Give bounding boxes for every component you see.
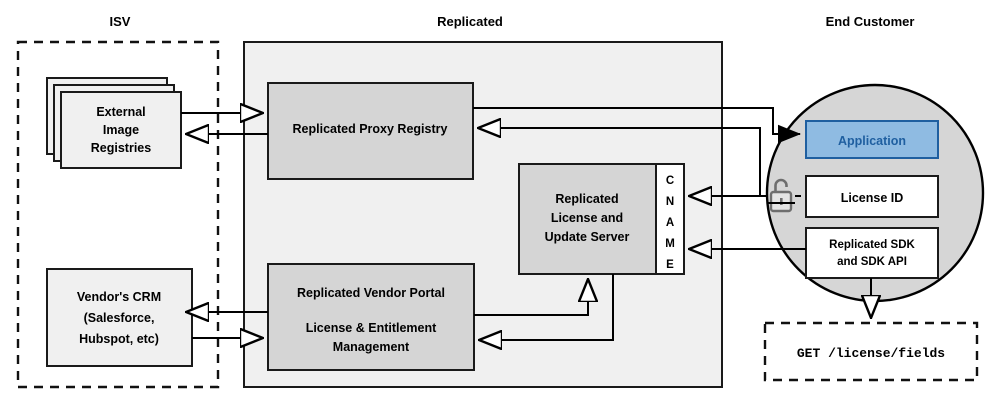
cname-letter-c: C — [666, 175, 674, 187]
node-label-line-2: Image — [103, 123, 139, 137]
unlocked-padlock-icon — [769, 178, 793, 213]
edge-application-to-proxy — [479, 127, 761, 128]
node-license-id[interactable]: License ID — [805, 175, 939, 218]
api-request-text: GET /license/fields — [797, 346, 945, 361]
column-title-replicated: Replicated — [437, 14, 503, 29]
edge-portal-to-license-server — [474, 280, 588, 316]
cname-letter-n: N — [666, 196, 674, 208]
node-label: Application — [838, 134, 906, 148]
node-vendors-crm[interactable]: Vendor's CRM (Salesforce, Hubspot, etc) — [46, 268, 193, 367]
node-label-line-1: External — [96, 105, 145, 119]
node-replicated-license-and-update-server[interactable]: Replicated License and Update Server — [518, 163, 657, 275]
isv-boundary — [16, 40, 220, 389]
node-replicated-vendor-portal[interactable]: Replicated Vendor Portal License & Entit… — [267, 263, 475, 371]
api-request-box: GET /license/fields — [763, 321, 979, 382]
node-label-line-3: Update Server — [545, 230, 630, 244]
node-external-image-registries[interactable]: External Image Registries — [46, 77, 182, 169]
cname-letter-m: M — [665, 238, 675, 250]
node-label-line-1: Replicated SDK — [829, 239, 915, 251]
edge-proxy-to-application — [473, 107, 801, 144]
cname-letter-e: E — [666, 259, 674, 271]
column-title-isv: ISV — [110, 14, 131, 29]
node-label-line-2: (Salesforce, — [84, 311, 155, 325]
node-label-line-1: Replicated Vendor Portal — [297, 286, 445, 300]
node-label-line-1: Replicated — [555, 192, 618, 206]
node-label: Replicated Proxy Registry — [293, 122, 448, 136]
node-replicated-sdk[interactable]: Replicated SDK and SDK API — [805, 227, 939, 279]
column-title-end-customer: End Customer — [826, 14, 915, 29]
node-label: License ID — [841, 191, 904, 205]
node-label-line-3: Hubspot, etc) — [79, 332, 159, 346]
node-replicated-proxy-registry[interactable]: Replicated Proxy Registry — [267, 82, 474, 180]
node-label-line-2: License & Entitlement — [306, 321, 437, 335]
node-label-line-2: and SDK API — [837, 256, 907, 268]
node-label-line-3: Management — [333, 340, 410, 354]
cname-letter-a: A — [666, 217, 674, 229]
node-label-line-2: License and — [551, 211, 623, 225]
node-application[interactable]: Application — [805, 120, 939, 159]
node-label-line-3: Registries — [91, 141, 151, 155]
node-label-line-1: Vendor's CRM — [77, 290, 161, 304]
cname-strip: C N A M E — [655, 163, 685, 275]
edge-license-server-to-portal — [480, 274, 614, 340]
